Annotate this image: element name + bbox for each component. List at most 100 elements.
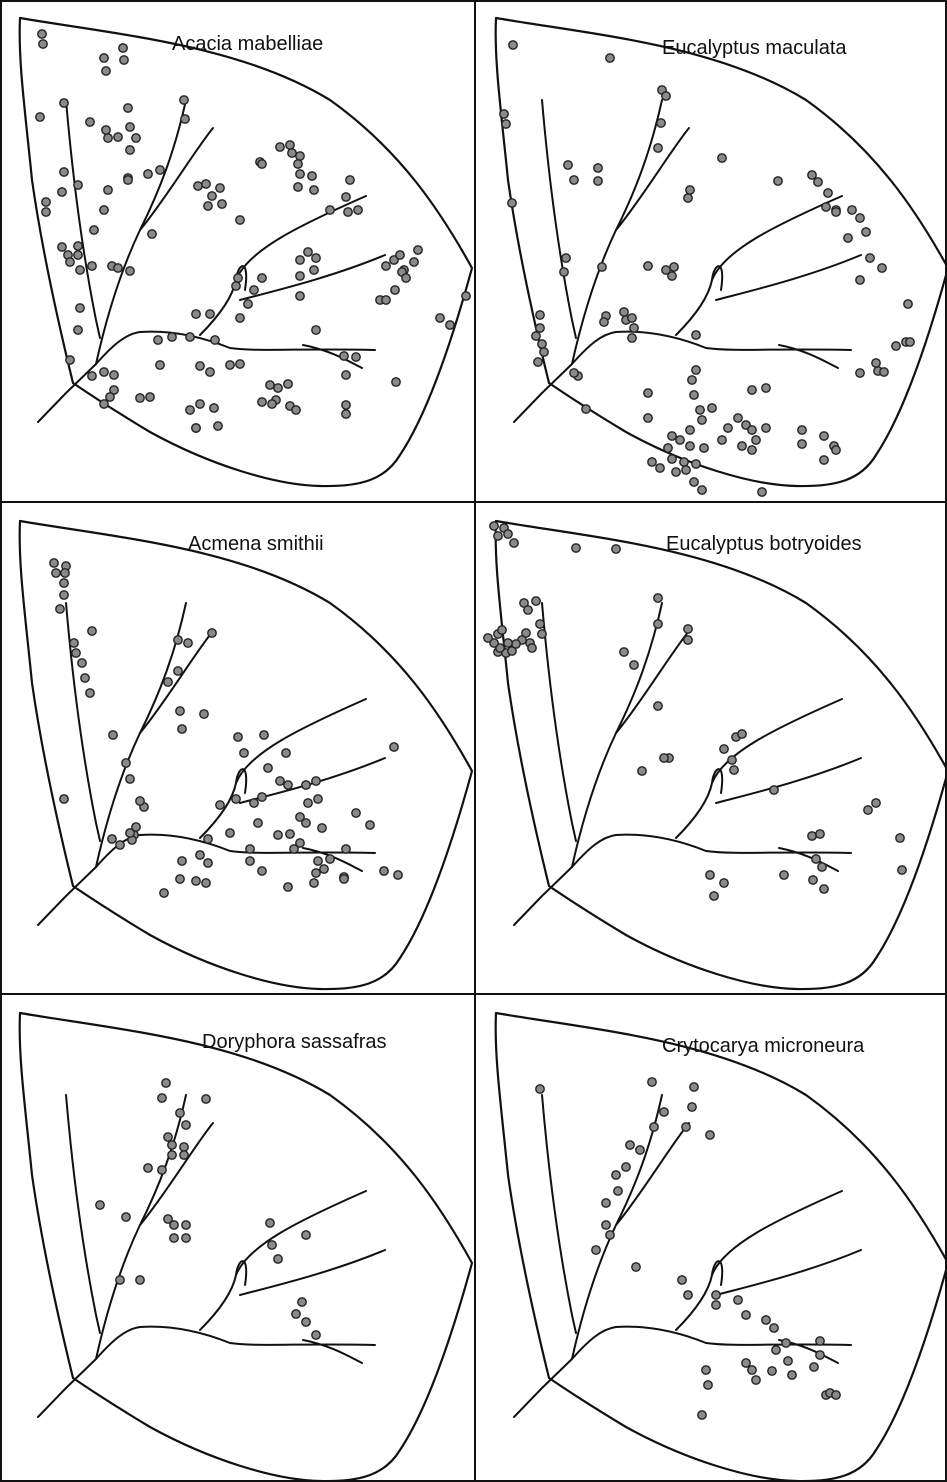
collection-site-dot bbox=[761, 423, 771, 433]
collection-site-dot bbox=[203, 858, 213, 868]
collection-site-dot bbox=[719, 744, 729, 754]
collection-site-dot bbox=[185, 405, 195, 415]
drainage-line bbox=[302, 344, 363, 369]
collection-site-dot bbox=[635, 1145, 645, 1155]
drainage-line bbox=[37, 834, 141, 926]
collection-site-dot bbox=[683, 193, 693, 203]
collection-site-dot bbox=[619, 647, 629, 657]
collection-site-dot bbox=[729, 765, 739, 775]
collection-site-dot bbox=[95, 1200, 105, 1210]
collection-site-dot bbox=[653, 593, 663, 603]
collection-site-dot bbox=[125, 145, 135, 155]
collection-site-dot bbox=[191, 876, 201, 886]
collection-site-dot bbox=[903, 299, 913, 309]
collection-site-dot bbox=[601, 1198, 611, 1208]
collection-site-dot bbox=[707, 403, 717, 413]
collection-site-dot bbox=[51, 568, 61, 578]
collection-site-dot bbox=[389, 742, 399, 752]
collection-site-dot bbox=[741, 1310, 751, 1320]
collection-site-dot bbox=[719, 878, 729, 888]
collection-site-dot bbox=[535, 310, 545, 320]
collection-site-dot bbox=[627, 313, 637, 323]
collection-site-dot bbox=[533, 357, 543, 367]
catchment-outline bbox=[494, 1011, 947, 1482]
collection-site-dot bbox=[143, 169, 153, 179]
drainage-line bbox=[541, 1094, 577, 1334]
collection-site-dot bbox=[257, 397, 267, 407]
collection-site-dot bbox=[163, 677, 173, 687]
collection-site-dot bbox=[65, 257, 75, 267]
drainage-line bbox=[571, 1094, 663, 1360]
collection-site-dot bbox=[301, 818, 311, 828]
collection-site-dot bbox=[87, 261, 97, 271]
collection-site-dot bbox=[653, 619, 663, 629]
collection-site-dot bbox=[539, 347, 549, 357]
collection-site-dot bbox=[863, 805, 873, 815]
collection-site-dot bbox=[821, 202, 831, 212]
collection-site-dot bbox=[163, 1132, 173, 1142]
collection-site-dot bbox=[257, 159, 267, 169]
collection-site-dot bbox=[365, 820, 375, 830]
collection-site-dot bbox=[685, 441, 695, 451]
drainage-line bbox=[235, 1260, 248, 1286]
collection-site-dot bbox=[769, 785, 779, 795]
collection-site-dot bbox=[701, 1365, 711, 1375]
catchment-outline bbox=[18, 16, 474, 488]
collection-site-dot bbox=[819, 455, 829, 465]
collection-site-dot bbox=[163, 1214, 173, 1224]
species-label: Doryphora sassafras bbox=[202, 1031, 387, 1053]
collection-site-dot bbox=[390, 285, 400, 295]
collection-site-dot bbox=[325, 205, 335, 215]
collection-site-dot bbox=[135, 1275, 145, 1285]
drainage-line bbox=[778, 847, 839, 872]
collection-site-dot bbox=[253, 818, 263, 828]
collection-site-dot bbox=[205, 367, 215, 377]
collection-site-dot bbox=[599, 317, 609, 327]
collection-site-dot bbox=[831, 445, 841, 455]
drainage-line bbox=[37, 1326, 141, 1418]
collection-site-dot bbox=[653, 701, 663, 711]
collection-site-dot bbox=[125, 266, 135, 276]
collection-site-dot bbox=[855, 213, 865, 223]
collection-site-dot bbox=[105, 392, 115, 402]
collection-site-dot bbox=[59, 98, 69, 108]
collection-site-dot bbox=[225, 828, 235, 838]
drainage-line bbox=[778, 344, 839, 369]
collection-site-dot bbox=[73, 250, 83, 260]
collection-site-dot bbox=[345, 175, 355, 185]
collection-site-dot bbox=[656, 118, 666, 128]
collection-site-dot bbox=[99, 205, 109, 215]
collection-site-dot bbox=[101, 66, 111, 76]
collection-site-dot bbox=[689, 477, 699, 487]
collection-site-dot bbox=[649, 1122, 659, 1132]
drainage-line bbox=[715, 254, 862, 301]
collection-site-dot bbox=[289, 844, 299, 854]
collection-site-dot bbox=[733, 1295, 743, 1305]
collection-site-dot bbox=[381, 295, 391, 305]
collection-site-dot bbox=[855, 275, 865, 285]
collection-site-dot bbox=[727, 755, 737, 765]
collection-site-dot bbox=[73, 241, 83, 251]
collection-site-dot bbox=[267, 1240, 277, 1250]
collection-site-dot bbox=[49, 558, 59, 568]
collection-site-dot bbox=[489, 521, 499, 531]
species-label: Acacia mabelliae bbox=[172, 33, 323, 55]
collection-site-dot bbox=[819, 431, 829, 441]
collection-site-dot bbox=[697, 1410, 707, 1420]
collection-site-dot bbox=[815, 1350, 825, 1360]
collection-site-dot bbox=[287, 148, 297, 158]
collection-site-dot bbox=[681, 465, 691, 475]
collection-site-dot bbox=[235, 359, 245, 369]
collection-site-dot bbox=[379, 866, 389, 876]
collection-site-dot bbox=[135, 796, 145, 806]
collection-site-dot bbox=[601, 1220, 611, 1230]
collection-site-dot bbox=[265, 1218, 275, 1228]
collection-site-dot bbox=[103, 133, 113, 143]
collection-site-dot bbox=[257, 866, 267, 876]
collection-site-dot bbox=[647, 1077, 657, 1087]
collection-site-dot bbox=[301, 780, 311, 790]
collection-site-dot bbox=[563, 160, 573, 170]
collection-site-dot bbox=[511, 639, 521, 649]
drainage-line bbox=[615, 1122, 690, 1226]
collection-site-dot bbox=[535, 1084, 545, 1094]
